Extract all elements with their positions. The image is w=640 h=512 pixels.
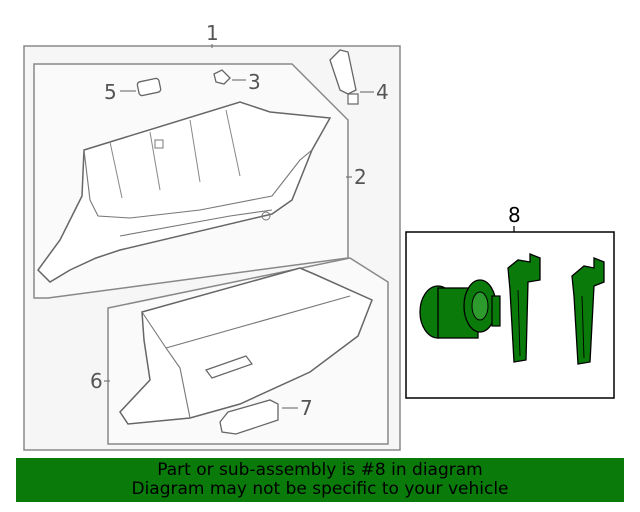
part-4-damper-icon[interactable] xyxy=(329,49,359,105)
callout-6[interactable]: 6 xyxy=(90,369,103,393)
part-8-key-1[interactable] xyxy=(507,253,541,363)
part-6-glovebox-door[interactable] xyxy=(119,267,373,425)
callout-8[interactable]: 8 xyxy=(508,203,521,227)
callout-2[interactable]: 2 xyxy=(354,165,367,189)
callout-3[interactable]: 3 xyxy=(248,70,261,94)
part-3-retainer-icon[interactable] xyxy=(213,69,231,85)
part-5-clip-icon[interactable] xyxy=(136,77,162,97)
callout-1[interactable]: 1 xyxy=(206,21,219,45)
callout-5[interactable]: 5 xyxy=(104,80,117,104)
parts-diagram: 1 5 3 4 2 6 xyxy=(23,21,615,451)
part-8-key-2[interactable] xyxy=(571,257,605,365)
banner-line-1: Part or sub-assembly is #8 in diagram xyxy=(157,460,483,480)
part-8-lock-cylinder[interactable] xyxy=(419,279,501,339)
part-2-glovebox-housing[interactable] xyxy=(37,101,332,283)
callout-7[interactable]: 7 xyxy=(300,396,313,420)
callout-4[interactable]: 4 xyxy=(376,80,389,104)
availability-banner: Part or sub-assembly is #8 in diagram Di… xyxy=(16,458,624,502)
part-7-latch-icon[interactable] xyxy=(219,399,279,435)
banner-line-2: Diagram may not be specific to your vehi… xyxy=(131,479,509,499)
